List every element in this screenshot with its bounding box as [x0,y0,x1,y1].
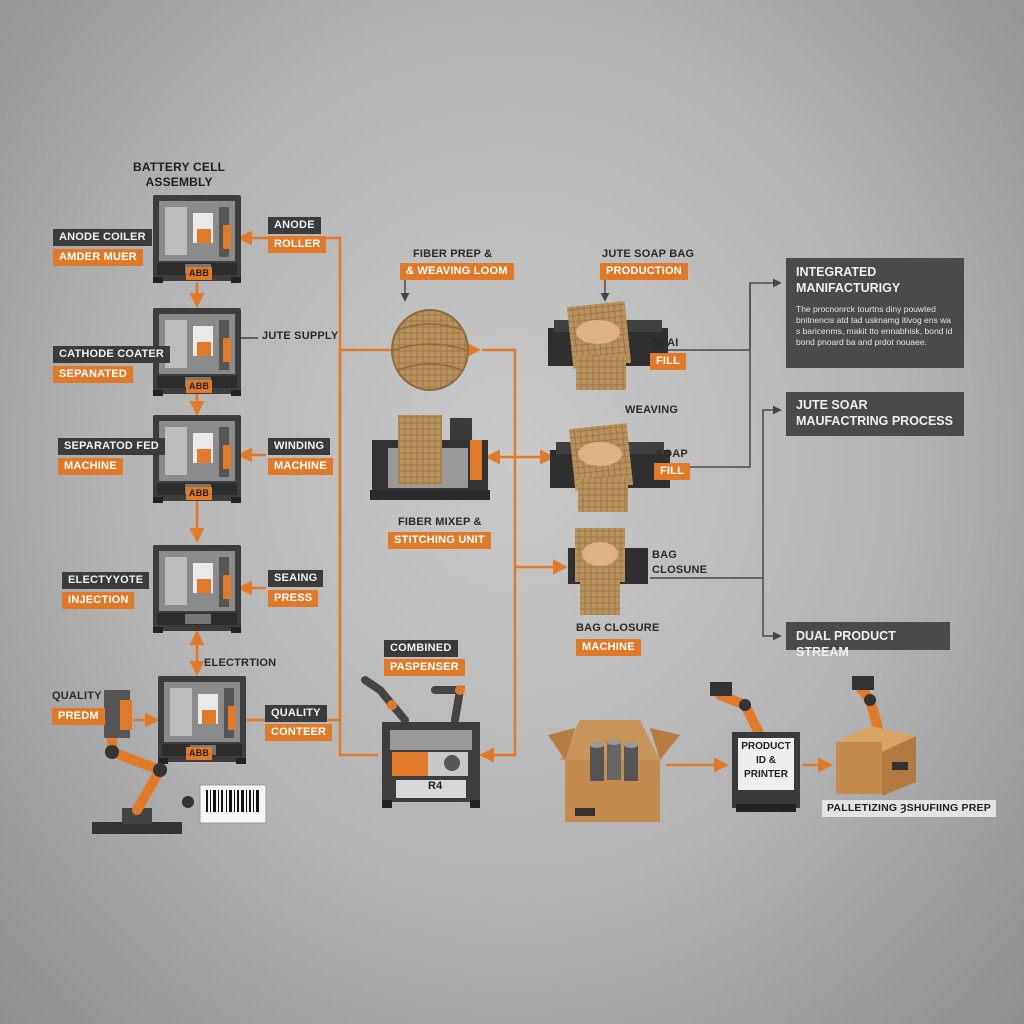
label-cathode-coater: CATHODE COATER [53,346,171,363]
dispenser-screen-text: R4 [428,780,443,792]
label-seai: SEAI [652,337,679,349]
label-weaving: WEAVING [625,404,679,416]
printer-line2: ID & [756,755,776,766]
dual-stream-title: DUAL PRODUCT STREAM [796,629,896,659]
printer-station [710,682,800,812]
pallet-box [836,676,916,796]
label-bag-closure: BAG CLOSURE [576,622,660,634]
label-combined: COMBINED [384,640,458,657]
label-anode: ANODE [268,217,321,234]
label-fill-1: FILL [650,353,687,370]
process-panel-title: JUTE SOAR MAUFACTRING PROCESS [796,398,953,428]
battery-title-line2: ASSEMBLY [145,175,213,189]
printer-line1: PRODUCT [741,741,791,752]
label-fiber-prep: FIBER PREP & [413,248,493,260]
machine-badge-2: ABB [186,380,213,393]
label-predm: PREDM [52,708,105,725]
label-quality-left: QUALITY [52,690,102,702]
machine-badge-3: ABB [186,487,213,500]
label-paspenser: PASPENSER [384,659,465,676]
label-conteer: CONTEER [265,724,333,741]
label-weaving-loom: & WEAVING LOOM [400,263,514,280]
label-stitching-unit: STITCHING UNIT [388,532,491,549]
battery-title: BATTERY CELL ASSEMBLY [133,160,225,190]
label-winding-machine: MACHINE [268,458,333,475]
label-jute-soap-bag: JUTE SOAP BAG [602,248,695,260]
label-jute-supply: JUTE SUPPLY [262,330,339,342]
label-winding: WINDING [268,438,331,455]
integrated-panel: INTEGRATED MANIFACTURIGY The procnonrck … [786,258,964,368]
label-anode-coiler: ANODE COILER [53,229,152,246]
battery-machine-4 [153,545,241,633]
stitching-unit [370,415,490,500]
label-seaing: SEAING [268,570,324,587]
process-panel: JUTE SOAR MAUFACTRING PROCESS [786,392,964,436]
label-soap: SOAP [656,448,688,460]
machine-badge-5: ABB [186,747,213,760]
label-electyyote: ELECTYYOTE [62,572,150,589]
label-fiber-mixep: FIBER MIXEP & [398,516,482,528]
label-electrtion: ELECTRTION [204,657,277,669]
label-production: PRODUCTION [600,263,688,280]
barcode [199,784,267,824]
battery-box [548,720,680,822]
jute-roll [391,309,469,391]
machine-badge-1: ABB [186,267,213,280]
soap-station-1 [548,301,668,390]
dual-stream-panel: DUAL PRODUCT STREAM [786,622,950,659]
robot-arm-left [92,690,194,834]
label-fill-2: FILL [654,463,691,480]
battery-title-line1: BATTERY CELL [133,160,226,174]
label-quality-right: QUALITY [265,705,327,722]
label-sepanated: SEPANATED [53,366,134,383]
label-injection: INJECTION [62,592,135,609]
label-amder-muer: AMDER MUER [53,249,143,266]
label-press: PRESS [268,590,319,607]
label-separatod-fed: SEPARATOD FED [58,438,165,455]
integrated-panel-title: INTEGRATED MANIFACTURIGY [796,265,901,295]
soap-station-2 [550,423,670,512]
combined-dispenser [361,676,480,808]
label-machine-left: MACHINE [58,458,123,475]
label-bag: BAG [652,549,678,561]
soap-station-3 [568,528,648,615]
integrated-panel-body: The procnonrck tourtns diny pouwted bnit… [796,304,953,347]
label-closure-machine: MACHINE [576,639,641,656]
label-roller: ROLLER [268,236,327,253]
printer-line3: PRINTER [744,769,788,780]
printer-screen: PRODUCT ID & PRINTER [738,740,794,782]
label-closune: CLOSUNE [652,564,708,576]
label-palletizing: PALLETIZING ȝSHUFIING PREP [822,800,996,817]
